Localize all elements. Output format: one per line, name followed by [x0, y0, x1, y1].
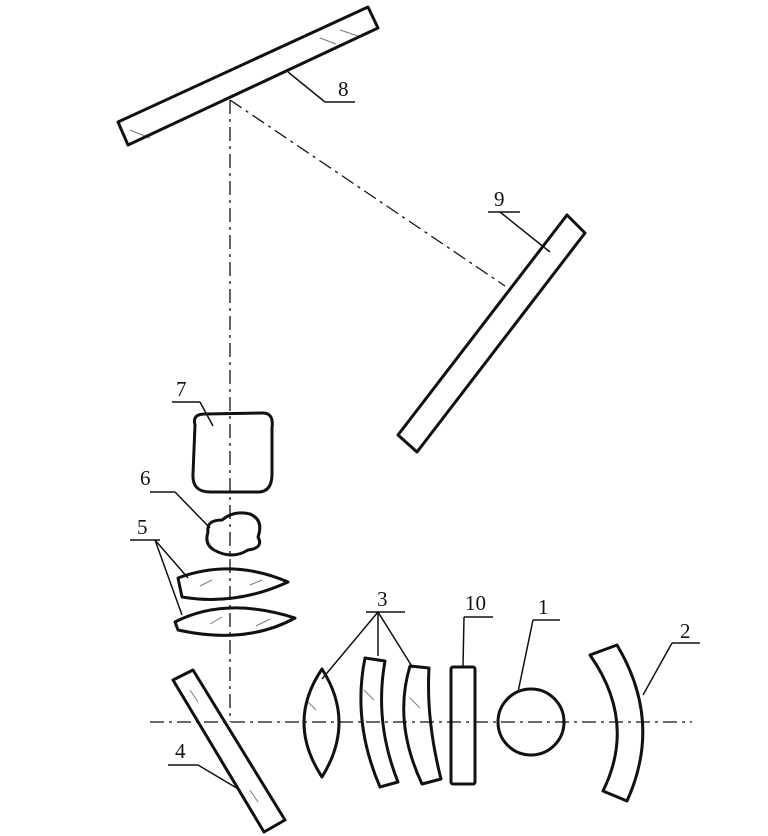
tilted-plate-4: [171, 668, 287, 834]
hatched-plate-9: [396, 213, 587, 454]
circle-element-1: [496, 687, 566, 757]
label-7: 7: [176, 377, 187, 401]
label-10: 10: [465, 591, 486, 615]
plate-10: [449, 665, 477, 786]
element-6: [205, 511, 262, 557]
optical-axes: [150, 99, 692, 723]
biconvex-lens: [302, 667, 341, 779]
reflected-beam-axis: [229, 99, 506, 287]
element-7: [191, 411, 274, 494]
label-1: 1: [538, 595, 549, 619]
meniscus-lens-b: [402, 664, 443, 786]
label-6: 6: [140, 466, 151, 490]
label-4: 4: [175, 739, 186, 763]
label-2: 2: [680, 619, 691, 643]
label-3: 3: [377, 587, 388, 611]
label-5: 5: [137, 515, 148, 539]
label-8: 8: [338, 77, 349, 101]
lens-pair-5: [173, 567, 297, 637]
mirror-plate-8: [116, 5, 380, 147]
lens-group-3: [302, 656, 443, 789]
curved-element-2: [588, 643, 645, 803]
label-9: 9: [494, 187, 505, 211]
leader-lines: [130, 71, 700, 791]
meniscus-lens-a: [359, 656, 400, 789]
